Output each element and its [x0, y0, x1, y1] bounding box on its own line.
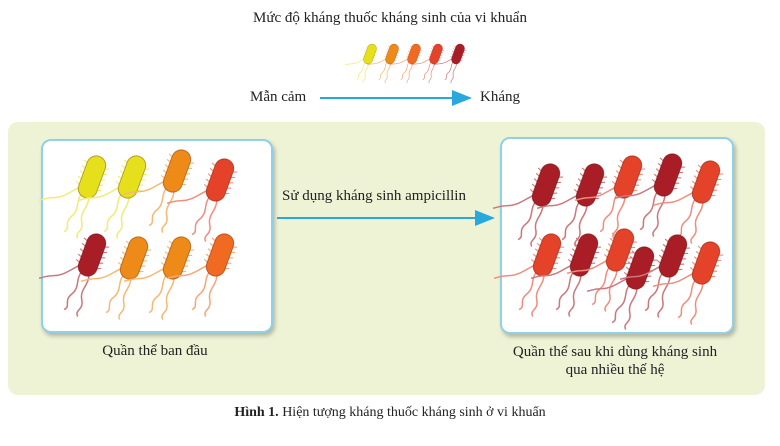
- bacterium: [619, 234, 691, 318]
- bacterium: [123, 236, 195, 320]
- legend-sensitive-label: Mẫn cảm: [250, 89, 307, 105]
- bacterium: [344, 43, 379, 84]
- legend-resistant-label: Kháng: [480, 89, 520, 105]
- bacterium: [166, 233, 238, 317]
- bacterium: [530, 233, 602, 317]
- bacterium: [388, 43, 423, 84]
- initial-bacteria: [38, 149, 238, 320]
- final-bacteria: [492, 153, 724, 330]
- bacterium: [652, 160, 724, 244]
- bacterium: [80, 236, 152, 320]
- bacterium: [78, 155, 150, 239]
- bacterium: [492, 163, 564, 247]
- bacterium: [566, 228, 638, 312]
- bacterium: [652, 241, 724, 325]
- figure-caption: Hình 1. Hiện tượng kháng thuốc kháng sin…: [0, 405, 780, 421]
- bacterium: [586, 246, 658, 330]
- bacterium: [536, 163, 608, 247]
- legend-bacteria: [344, 43, 467, 84]
- initial-population-label: Quần thể ban đầu: [102, 343, 208, 359]
- bacterium: [166, 158, 238, 242]
- bacterium: [38, 233, 110, 317]
- final-population-label: Quần thể sau khi dùng kháng sinh qua nhi…: [480, 343, 750, 379]
- caption-text: Hiện tượng kháng thuốc kháng sinh ở vi k…: [278, 405, 546, 420]
- bacterium: [410, 43, 445, 84]
- final-label-line1: Quần thể sau khi dùng kháng sinh: [512, 344, 718, 360]
- final-label-line2: qua nhiều thế hệ: [565, 362, 665, 378]
- bacterium: [123, 149, 195, 233]
- initial-population-box: [41, 139, 273, 333]
- caption-prefix: Hình 1.: [234, 405, 279, 420]
- bacterium: [493, 233, 565, 317]
- bacterium: [38, 155, 110, 239]
- process-label: Sử dụng kháng sinh ampicillin: [282, 188, 466, 204]
- legend-title: Mức độ kháng thuốc kháng sinh của vi khu…: [253, 10, 527, 26]
- bacterium: [574, 155, 646, 239]
- bacterium: [432, 43, 467, 84]
- bacterium: [366, 43, 401, 84]
